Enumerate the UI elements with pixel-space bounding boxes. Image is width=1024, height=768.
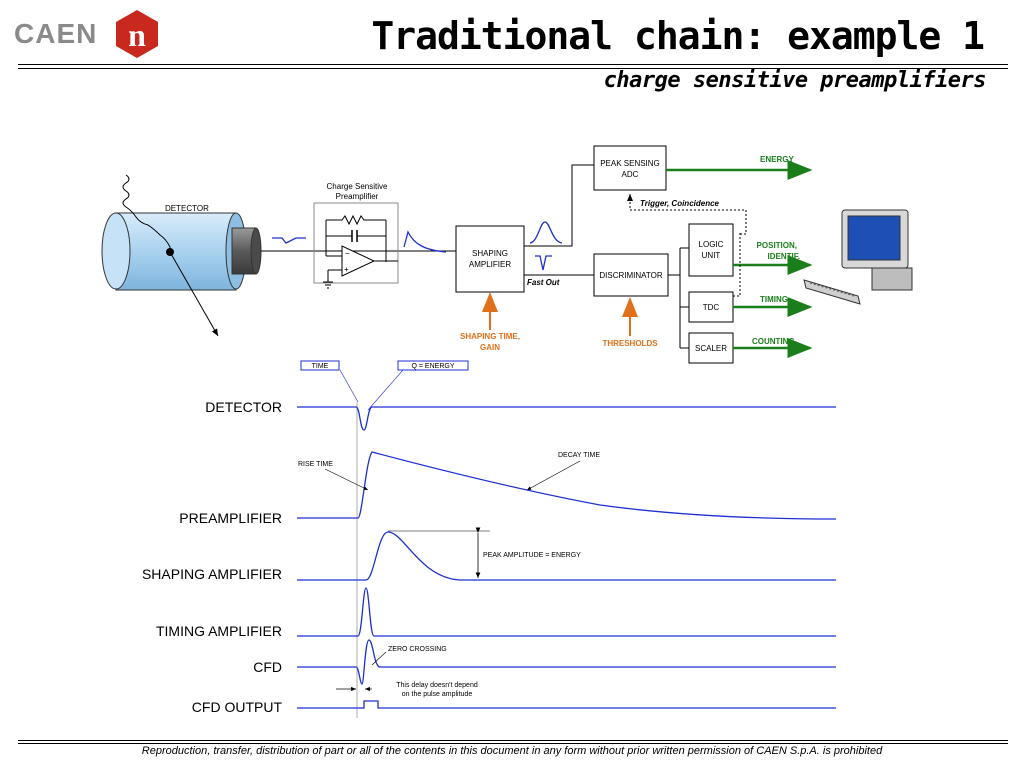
- waveform-detector: [297, 406, 836, 431]
- charge-sensitive-preamplifier: Charge Sensitive Preamplifier − +: [313, 182, 399, 289]
- svg-text:TIMING: TIMING: [760, 295, 788, 304]
- page-subtitle: charge sensitive preamplifiers: [603, 68, 987, 93]
- footer-rule-top: [18, 740, 1008, 741]
- detector-pulse-icon: [272, 237, 306, 244]
- row-label-detector: DETECTOR: [205, 399, 282, 415]
- preamp-pulse-icon: [403, 230, 447, 253]
- diagram-canvas: DETECTOR Charge Sensitive Preamplifier −…: [101, 145, 913, 718]
- delay-note-1: This delay doesn't depend: [396, 682, 478, 689]
- svg-text:COUNTING: COUNTING: [752, 337, 795, 346]
- delay-note-2: on the pulse amplitude: [402, 691, 473, 698]
- logo-text: CAEN: [14, 18, 98, 49]
- waveform-cfd: [297, 639, 836, 685]
- shaping-amplifier-block: [455, 225, 525, 293]
- svg-text:UNIT: UNIT: [702, 251, 721, 260]
- svg-text:DISCRIMINATOR: DISCRIMINATOR: [599, 271, 662, 280]
- row-label-shaping: SHAPING AMPLIFIER: [142, 566, 282, 582]
- logo-mark-letter: n: [128, 17, 146, 53]
- svg-text:GAIN: GAIN: [480, 343, 500, 352]
- row-label-cfd: CFD: [253, 659, 282, 675]
- svg-text:TDC: TDC: [703, 303, 720, 312]
- svg-text:LOGIC: LOGIC: [699, 240, 724, 249]
- svg-text:THRESHOLDS: THRESHOLDS: [602, 339, 658, 348]
- svg-text:Preamplifier: Preamplifier: [336, 192, 379, 201]
- svg-text:POSITION,: POSITION,: [757, 241, 797, 250]
- svg-text:−: −: [345, 249, 350, 258]
- row-label-cfd-output: CFD OUTPUT: [192, 699, 283, 715]
- trigger-label: Trigger, Coincidence: [640, 199, 720, 208]
- header-rule-top: [18, 64, 1008, 65]
- computer-icon: [803, 209, 913, 305]
- svg-text:SHAPING TIME,: SHAPING TIME,: [460, 332, 520, 341]
- decay-time-label: DECAY TIME: [558, 452, 600, 459]
- logic-unit-block: [688, 223, 734, 277]
- waveform-shaping: [297, 531, 836, 581]
- svg-text:SCALER: SCALER: [695, 344, 727, 353]
- detector: DETECTOR: [101, 174, 262, 337]
- peak-adc-block: [593, 145, 667, 191]
- logo-mark-icon: n: [116, 10, 158, 58]
- fast-out-label: Fast Out: [527, 278, 560, 287]
- fast-pulse-icon: [535, 255, 552, 271]
- feedback-resistor-icon: [326, 214, 386, 226]
- svg-text:IDENTIF.: IDENTIF.: [768, 252, 800, 261]
- header-rule-bottom: [18, 68, 1008, 69]
- shaping-label-2: AMPLIFIER: [469, 260, 511, 269]
- peak-amplitude-label: PEAK AMPLITUDE = ENERGY: [483, 552, 581, 559]
- opamp-icon: [341, 245, 376, 277]
- tdc-block: [688, 291, 734, 323]
- waveform-cfd-output: [297, 700, 836, 709]
- caen-logo: CAEN n: [14, 8, 164, 58]
- svg-text:Charge Sensitive: Charge Sensitive: [327, 182, 388, 191]
- radiation-wave-icon: [122, 174, 171, 252]
- time-tag: TIME: [312, 363, 329, 370]
- row-label-timing: TIMING AMPLIFIER: [156, 623, 282, 639]
- svg-text:PEAK SENSING: PEAK SENSING: [600, 159, 660, 168]
- svg-text:ADC: ADC: [622, 170, 639, 179]
- detector-label: DETECTOR: [165, 204, 209, 213]
- zero-crossing-label: ZERO CROSSING: [388, 646, 447, 653]
- svg-text:+: +: [344, 265, 349, 274]
- waveform-timing: [297, 587, 836, 637]
- discriminator-block: [593, 253, 669, 297]
- rise-time-label: RISE TIME: [298, 461, 333, 468]
- footer-rule-bottom: [18, 743, 1008, 744]
- charge-tag: Q = ENERGY: [412, 363, 455, 370]
- energy-output-label: ENERGY: [760, 155, 794, 164]
- shaping-label-1: SHAPING: [472, 249, 508, 258]
- waveform-preamplifier: [297, 451, 837, 520]
- page-title: Traditional chain: example 1: [371, 14, 985, 58]
- timing-diagram: TIME Q = ENERGY DETECTOR PREAMPLIFIER SH…: [142, 360, 837, 718]
- row-label-preamplifier: PREAMPLIFIER: [179, 510, 282, 526]
- footer-notice: Reproduction, transfer, distribution of …: [141, 745, 883, 757]
- shaped-pulse-icon: [529, 221, 563, 244]
